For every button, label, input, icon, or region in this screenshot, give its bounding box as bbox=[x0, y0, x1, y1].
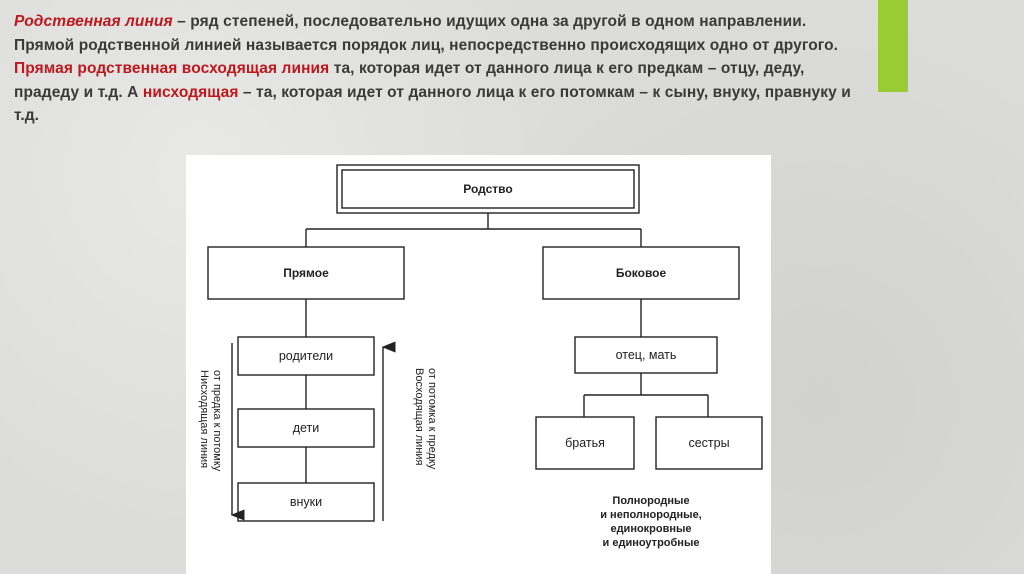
definition-rest: – ряд степеней, последовательно идущих о… bbox=[172, 13, 807, 30]
accent-bar bbox=[878, 0, 908, 92]
ascending-label-line1: Восходящая линия bbox=[413, 368, 425, 466]
sibling-note-line3: единокровные bbox=[610, 523, 691, 535]
ascending-term-highlight: Прямая родственная восходящая линия bbox=[14, 60, 330, 77]
definition-paragraph: Родственная линия – ряд степеней, послед… bbox=[14, 10, 874, 34]
root-box-inner bbox=[341, 169, 635, 209]
direct-line-paragraph: Прямой родственной линией называется пор… bbox=[14, 34, 874, 128]
brothers-label: братья bbox=[565, 436, 605, 450]
descending-term-highlight: нисходящая bbox=[142, 83, 239, 101]
kinship-diagram-svg: Родство Прямое Боковое родители дети вну… bbox=[198, 164, 763, 549]
descending-rest: – та, которая идет от данного лица к его… bbox=[14, 83, 851, 125]
lateral-label: Боковое bbox=[616, 266, 667, 280]
ascending-rest: та, которая идет от данного лица к его п… bbox=[14, 60, 805, 101]
children-label: дети bbox=[293, 421, 320, 435]
parents-label: родители bbox=[279, 349, 333, 363]
root-label: Родство bbox=[463, 182, 512, 196]
direct-line-intro: Прямой родственной линией называется пор… bbox=[14, 36, 839, 54]
grandchildren-box bbox=[237, 482, 375, 522]
term-highlight: Родственная линия bbox=[14, 13, 173, 30]
descending-label-line2: от предка к потомку bbox=[211, 370, 223, 472]
descending-label-line1: Нисходящая линия bbox=[198, 370, 210, 468]
sibling-note-line1: Полнородные bbox=[612, 495, 689, 507]
direct-label: Прямое bbox=[283, 266, 329, 280]
kinship-diagram: Родство Прямое Боковое родители дети вну… bbox=[186, 155, 771, 574]
brothers-box bbox=[535, 416, 635, 470]
sisters-label: сестры bbox=[688, 436, 729, 450]
sibling-note-line2: и неполнородные, bbox=[600, 509, 702, 521]
sisters-box bbox=[655, 416, 763, 470]
sibling-note-line4: и единоутробные bbox=[603, 537, 700, 549]
father-mother-label: отец, мать bbox=[616, 348, 677, 362]
grandchildren-label: внуки bbox=[290, 495, 322, 509]
ascending-label-line2: от потомка к предку bbox=[426, 368, 438, 470]
father-mother-box bbox=[574, 336, 718, 374]
definition-text: Родственная линия – ряд степеней, послед… bbox=[14, 10, 874, 128]
